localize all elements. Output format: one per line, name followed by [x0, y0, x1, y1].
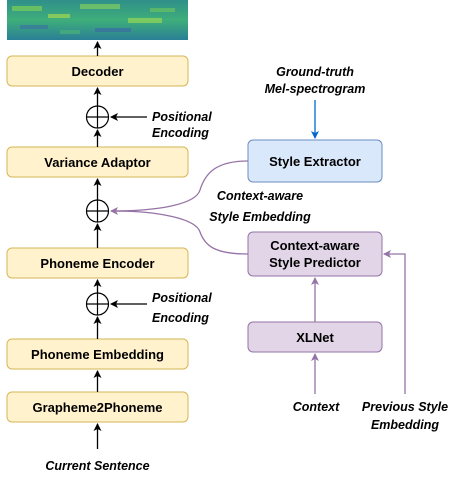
positional-encoding-top-label-2: Encoding	[152, 126, 209, 140]
style-predictor-box: Context-aware Style Predictor	[247, 231, 383, 277]
decoder-label: Decoder	[71, 64, 123, 79]
ground-truth-label-1: Ground-truth	[276, 65, 354, 79]
phoneme-encoder-box: Phoneme Encoder	[6, 247, 189, 279]
arrow-predictor-to-adder2	[112, 210, 249, 255]
xlnet-label: XLNet	[296, 330, 334, 345]
positional-encoding-bottom-label-2: Encoding	[152, 311, 209, 325]
mel-spectrogram-image	[7, 0, 188, 40]
arrow-extractor-to-adder2	[110, 160, 249, 215]
variance-adaptor-label: Variance Adaptor	[44, 155, 150, 170]
style-predictor-label-line1: Context-aware	[270, 238, 360, 253]
decoder-box: Decoder	[6, 55, 189, 87]
variance-adaptor-box: Variance Adaptor	[6, 146, 189, 178]
positional-encoding-top-label-1: Positional	[152, 110, 212, 124]
context-label: Context	[293, 400, 340, 414]
previous-style-label-2: Embedding	[371, 418, 439, 432]
grapheme2phoneme-box: Grapheme2Phoneme	[6, 391, 189, 423]
xlnet-box: XLNet	[247, 321, 383, 353]
phoneme-encoder-label: Phoneme Encoder	[40, 256, 154, 271]
phoneme-embedding-label: Phoneme Embedding	[31, 347, 164, 362]
main-flow-arrows	[93, 41, 147, 449]
circle-plus-icon	[85, 292, 110, 316]
style-flow-arrows	[110, 160, 406, 394]
style-extractor-label: Style Extractor	[269, 154, 361, 169]
ground-truth-label-2: Mel-spectrogram	[265, 82, 366, 96]
current-sentence-label: Current Sentence	[45, 459, 149, 473]
context-style-embedding-label-1: Context-aware	[217, 189, 303, 203]
grapheme2phoneme-label: Grapheme2Phoneme	[32, 400, 162, 415]
circle-plus-icon	[85, 199, 110, 223]
phoneme-embedding-box: Phoneme Embedding	[6, 338, 189, 370]
context-style-embedding-label-2: Style Embedding	[209, 210, 311, 224]
circle-plus-icon	[85, 105, 110, 129]
previous-style-label-1: Previous Style	[362, 400, 448, 414]
positional-encoding-bottom-label-1: Positional	[152, 291, 212, 305]
style-predictor-label-line2: Style Predictor	[269, 255, 361, 270]
arrow-previous-style-to-predictor	[383, 250, 406, 394]
style-extractor-box: Style Extractor	[247, 139, 383, 183]
